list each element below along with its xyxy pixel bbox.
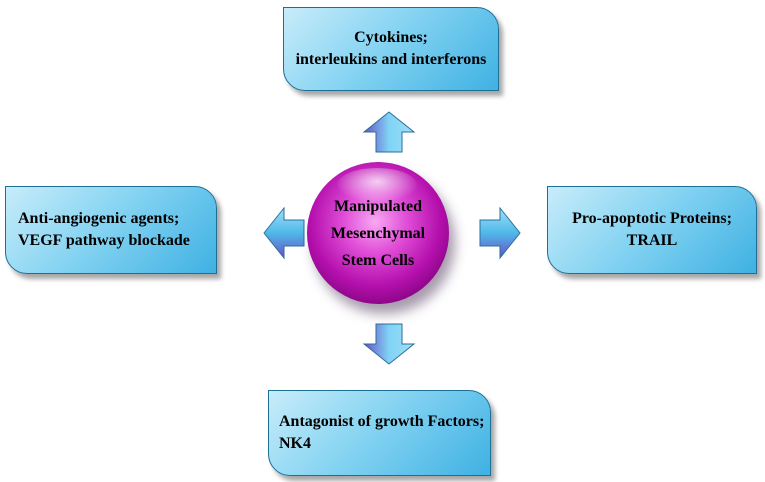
growth-factor-antagonist-box-line-1: Antagonist of growth Factors; (279, 413, 485, 430)
arrow-up-icon (362, 111, 416, 153)
pro-apoptotic-box-line-1: Pro-apoptotic Proteins; (572, 210, 732, 227)
arrow-down-icon (362, 323, 416, 365)
cytokines-box: Cytokines; interleukins and interferons (283, 7, 499, 91)
anti-angiogenic-box: Anti-angiogenic agents; VEGF pathway blo… (5, 186, 217, 274)
cytokines-box-line-1: Cytokines; (354, 29, 428, 46)
pro-apoptotic-box-line-2: TRAIL (626, 232, 678, 249)
growth-factor-antagonist-box-line-2: NK4 (279, 435, 311, 452)
center-label-line-3: Stem Cells (341, 251, 415, 269)
center-label-line-2: Mesenchymal (330, 224, 426, 242)
arrow-left-icon (263, 206, 305, 260)
sphere-body: Manipulated Mesenchymal Stem Cells (307, 162, 449, 304)
center-label-line-1: Manipulated (333, 197, 422, 215)
cytokines-box-line-2: interleukins and interferons (295, 51, 487, 68)
growth-factor-antagonist-box: Antagonist of growth Factors; NK4 (268, 390, 491, 476)
pro-apoptotic-box: Pro-apoptotic Proteins; TRAIL (547, 186, 757, 274)
arrow-right-icon (479, 206, 521, 260)
sphere-highlight (337, 168, 417, 202)
anti-angiogenic-box-line-1: Anti-angiogenic agents; (18, 210, 180, 227)
anti-angiogenic-box-line-2: VEGF pathway blockade (18, 232, 190, 249)
stem-cell-sphere: Manipulated Mesenchymal Stem Cells (307, 162, 455, 314)
